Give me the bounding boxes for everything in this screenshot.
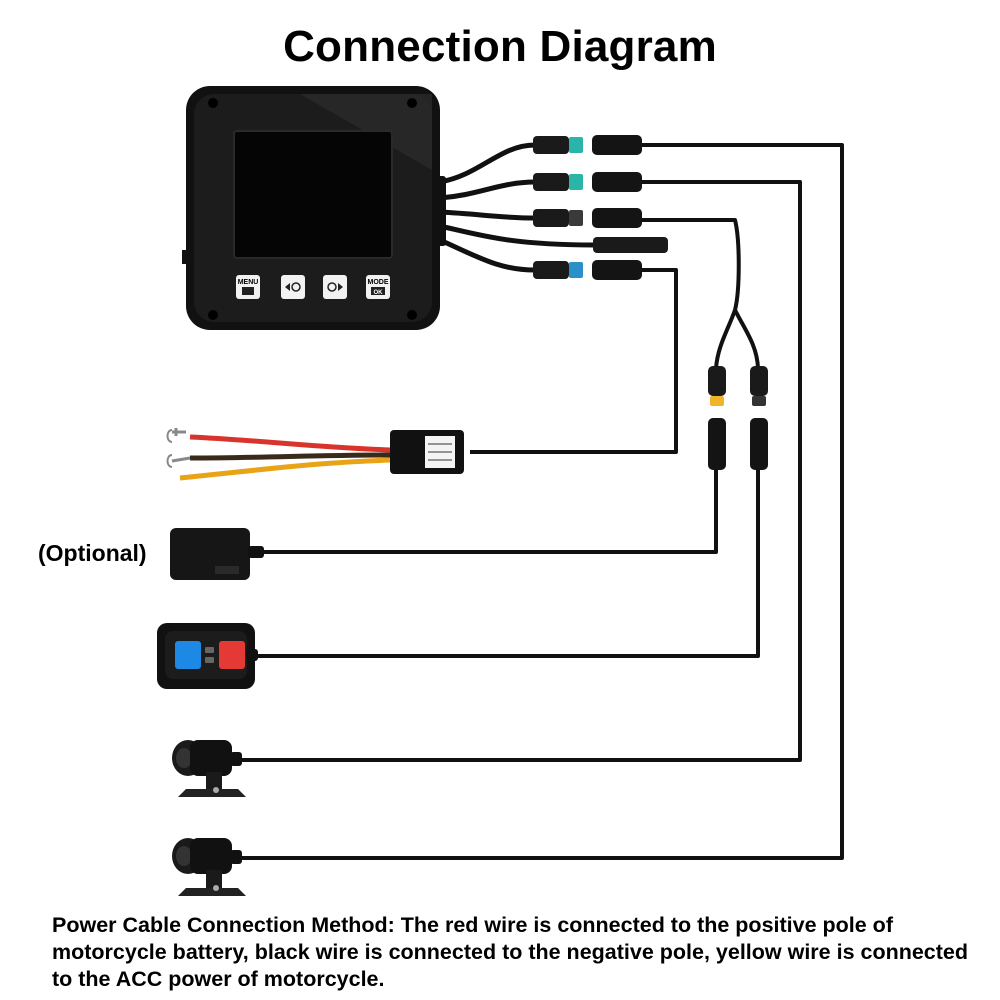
- cable-power: [470, 268, 678, 454]
- menu-label: MENU: [238, 279, 259, 286]
- wire-red: [189, 434, 393, 453]
- dvr-button-right: [323, 275, 347, 299]
- gps-module: [170, 528, 264, 580]
- diagram-title: Connection Diagram: [283, 22, 717, 71]
- optional-label: (Optional): [38, 540, 147, 566]
- splitter-connectors: [708, 366, 768, 470]
- ok-label: OK: [374, 290, 384, 296]
- mode-label: MODE: [368, 279, 389, 286]
- wire-yellow: [179, 457, 393, 481]
- fork-terminal-red: [172, 428, 186, 436]
- dvr-button-mode: MODE OK: [366, 275, 390, 299]
- right-arrow-icon: [338, 283, 343, 291]
- cable-y-splitter: [640, 218, 741, 311]
- cables: [238, 143, 844, 860]
- dvr-button-menu: MENU: [236, 275, 260, 299]
- dvr-pigtails: [437, 142, 598, 273]
- power-connection-note: Power Cable Connection Method: The red w…: [52, 913, 969, 991]
- cable-front-camera: [238, 180, 802, 762]
- ok-icon: [371, 287, 385, 295]
- splitter-branch-left: [714, 309, 737, 369]
- splitter-branch-right: [733, 309, 760, 369]
- rear-camera: [172, 838, 246, 896]
- wireless-remote: [157, 623, 258, 689]
- mic-jack: [593, 237, 668, 253]
- connectors: [533, 135, 668, 280]
- power-hardwire-kit: [166, 428, 464, 481]
- cable-gps: [262, 470, 718, 554]
- cable-remote: [252, 470, 760, 658]
- connector-male: [533, 136, 569, 154]
- connector-female: [592, 135, 642, 155]
- remote-red-button: [219, 641, 245, 669]
- menu-icon: [242, 287, 254, 295]
- dvr-screen: [233, 130, 393, 259]
- remote-blue-button: [175, 641, 201, 669]
- dvr-button-left: [281, 275, 305, 299]
- front-camera: [172, 740, 246, 797]
- connector-teal-ring: [569, 137, 583, 153]
- cable-rear-camera: [238, 143, 844, 860]
- dvr-unit: MENU MODE OK: [182, 86, 446, 330]
- left-arrow-icon: [285, 283, 290, 291]
- wire-black: [189, 452, 393, 461]
